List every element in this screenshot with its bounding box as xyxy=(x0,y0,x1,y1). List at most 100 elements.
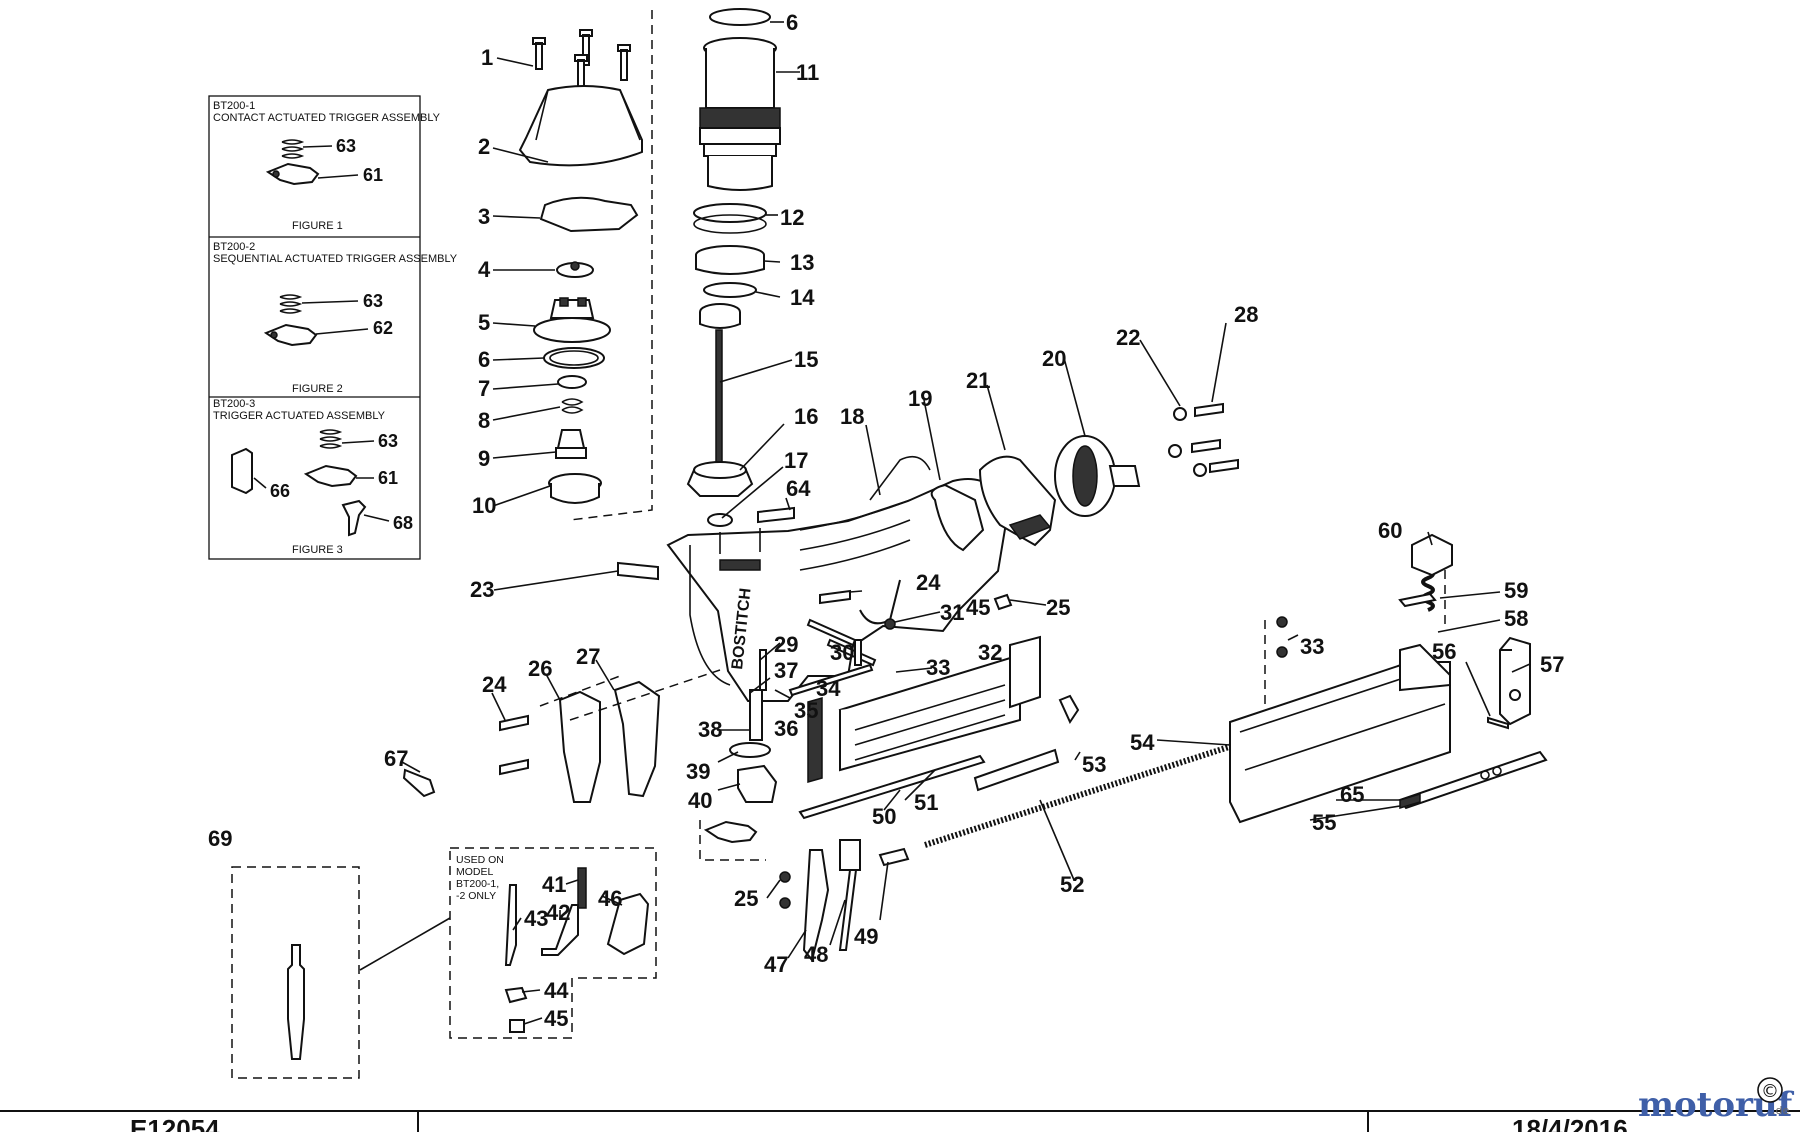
part-label: 22 xyxy=(1116,325,1140,350)
part-label: 14 xyxy=(790,285,815,310)
part-label: 50 xyxy=(872,804,896,829)
part-label: 35 xyxy=(794,698,818,723)
part-label: 44 xyxy=(544,978,569,1003)
part-labels: 1 2 3 4 5 6 7 8 9 10 6 11 12 13 14 15 16… xyxy=(208,10,1564,1031)
part-label: 61 xyxy=(378,468,398,488)
part-label: 28 xyxy=(1234,302,1258,327)
part-label: 60 xyxy=(1378,518,1402,543)
part-label: 34 xyxy=(816,676,841,701)
part-label: 6 xyxy=(478,347,490,372)
part-label: 1 xyxy=(481,45,493,70)
end-cap-assembly xyxy=(930,402,1239,552)
copyright-icon: © xyxy=(1761,1081,1779,1102)
center-small-parts xyxy=(699,589,1013,861)
part-label: 37 xyxy=(774,658,798,683)
part-label: 36 xyxy=(774,716,798,741)
inset-note-line: MODEL xyxy=(456,866,494,878)
figure-3-caption: FIGURE 3 xyxy=(292,544,343,556)
part-label: 51 xyxy=(914,790,938,815)
part-label: 20 xyxy=(1042,346,1066,371)
part-label: 3 xyxy=(478,204,490,229)
part-label: 29 xyxy=(774,632,798,657)
figure-2-caption: FIGURE 2 xyxy=(292,383,343,395)
figure-3-trigger-drawing xyxy=(231,429,367,537)
figure-1-code: BT200-1 xyxy=(213,100,255,112)
figure-panel: BT200-1 CONTACT ACTUATED TRIGGER ASSEMBL… xyxy=(208,95,458,560)
figure-3-title: TRIGGER ACTUATED ASSEMBLY xyxy=(213,410,386,422)
head-cap-assembly xyxy=(518,10,653,521)
part-label: 45 xyxy=(966,595,990,620)
inset-41-46: USED ON MODEL BT200-1, -2 ONLY xyxy=(449,847,657,1039)
part-label: 68 xyxy=(393,513,413,533)
footer-drawing-number: E12054 xyxy=(130,1114,220,1132)
cylinder-piston-assembly xyxy=(686,8,795,527)
inset-note-line: -2 ONLY xyxy=(456,890,496,902)
part-label: 26 xyxy=(528,656,552,681)
part-label: 33 xyxy=(1300,634,1324,659)
part-label: 7 xyxy=(478,376,490,401)
figure-1-trigger-drawing xyxy=(265,139,320,186)
figure-1-title: CONTACT ACTUATED TRIGGER ASSEMBLY xyxy=(213,112,441,124)
watermark-suffix: .de xyxy=(1772,1104,1789,1117)
part-label: 64 xyxy=(786,476,811,501)
lower-nose-parts xyxy=(779,839,910,963)
part-label: 21 xyxy=(966,368,990,393)
figure-2-trigger-drawing xyxy=(263,294,318,347)
part-label: 2 xyxy=(478,134,490,159)
part-label: 13 xyxy=(790,250,814,275)
part-label: 43 xyxy=(524,906,548,931)
part-label: 45 xyxy=(544,1006,568,1031)
part-label: 12 xyxy=(780,205,804,230)
part-label: 38 xyxy=(698,717,722,742)
part-label: 5 xyxy=(478,310,490,335)
part-label: 40 xyxy=(688,788,712,813)
part-label: 9 xyxy=(478,446,490,471)
part-label: 47 xyxy=(764,952,788,977)
part-label: 10 xyxy=(472,493,496,518)
part-label: 25 xyxy=(1046,595,1070,620)
part-label: 57 xyxy=(1540,652,1564,677)
part-label: 61 xyxy=(363,165,383,185)
part-label: 24 xyxy=(482,672,507,697)
part-label: 66 xyxy=(270,481,290,501)
left-nose-assembly xyxy=(402,669,721,803)
part-label: 39 xyxy=(686,759,710,784)
part-label: 56 xyxy=(1432,639,1456,664)
motoruf-watermark: motoruf .de © xyxy=(1638,1077,1795,1125)
part-label: 55 xyxy=(1312,810,1336,835)
part-label: 53 xyxy=(1082,752,1106,777)
part-label: 11 xyxy=(796,60,819,85)
part-label: 16 xyxy=(794,404,818,429)
part-label: 24 xyxy=(916,570,941,595)
figure-2-title: SEQUENTIAL ACTUATED TRIGGER ASSEMBLY xyxy=(213,253,458,265)
part-label: 33 xyxy=(926,655,950,680)
part-label: 63 xyxy=(363,291,383,311)
part-label: 49 xyxy=(854,924,878,949)
part-label: 27 xyxy=(576,644,600,669)
part-label: 42 xyxy=(546,900,570,925)
part-label: 46 xyxy=(598,886,622,911)
part-label: 52 xyxy=(1060,872,1084,897)
part-label: 30 xyxy=(830,640,854,665)
part-label: 63 xyxy=(336,136,356,156)
part-label: 18 xyxy=(840,404,864,429)
part-label: 8 xyxy=(478,408,490,433)
inset-note-line: USED ON xyxy=(456,854,504,866)
figure-3-code: BT200-3 xyxy=(213,398,255,410)
part-label: 19 xyxy=(908,386,932,411)
part-label: 65 xyxy=(1340,782,1364,807)
part-label: 15 xyxy=(794,347,818,372)
part-label: 58 xyxy=(1504,606,1528,631)
part-label: 32 xyxy=(978,640,1002,665)
part-label: 59 xyxy=(1504,578,1528,603)
figure-1-caption: FIGURE 1 xyxy=(292,220,343,232)
part-label: 63 xyxy=(378,431,398,451)
part-label: 54 xyxy=(1130,730,1155,755)
part-label: 67 xyxy=(384,746,408,771)
inset-note-line: BT200-1, xyxy=(456,878,499,890)
part-label: 17 xyxy=(784,448,808,473)
part-label: 25 xyxy=(734,886,758,911)
part-label: 69 xyxy=(208,826,232,851)
part-label: 6 xyxy=(786,10,798,35)
